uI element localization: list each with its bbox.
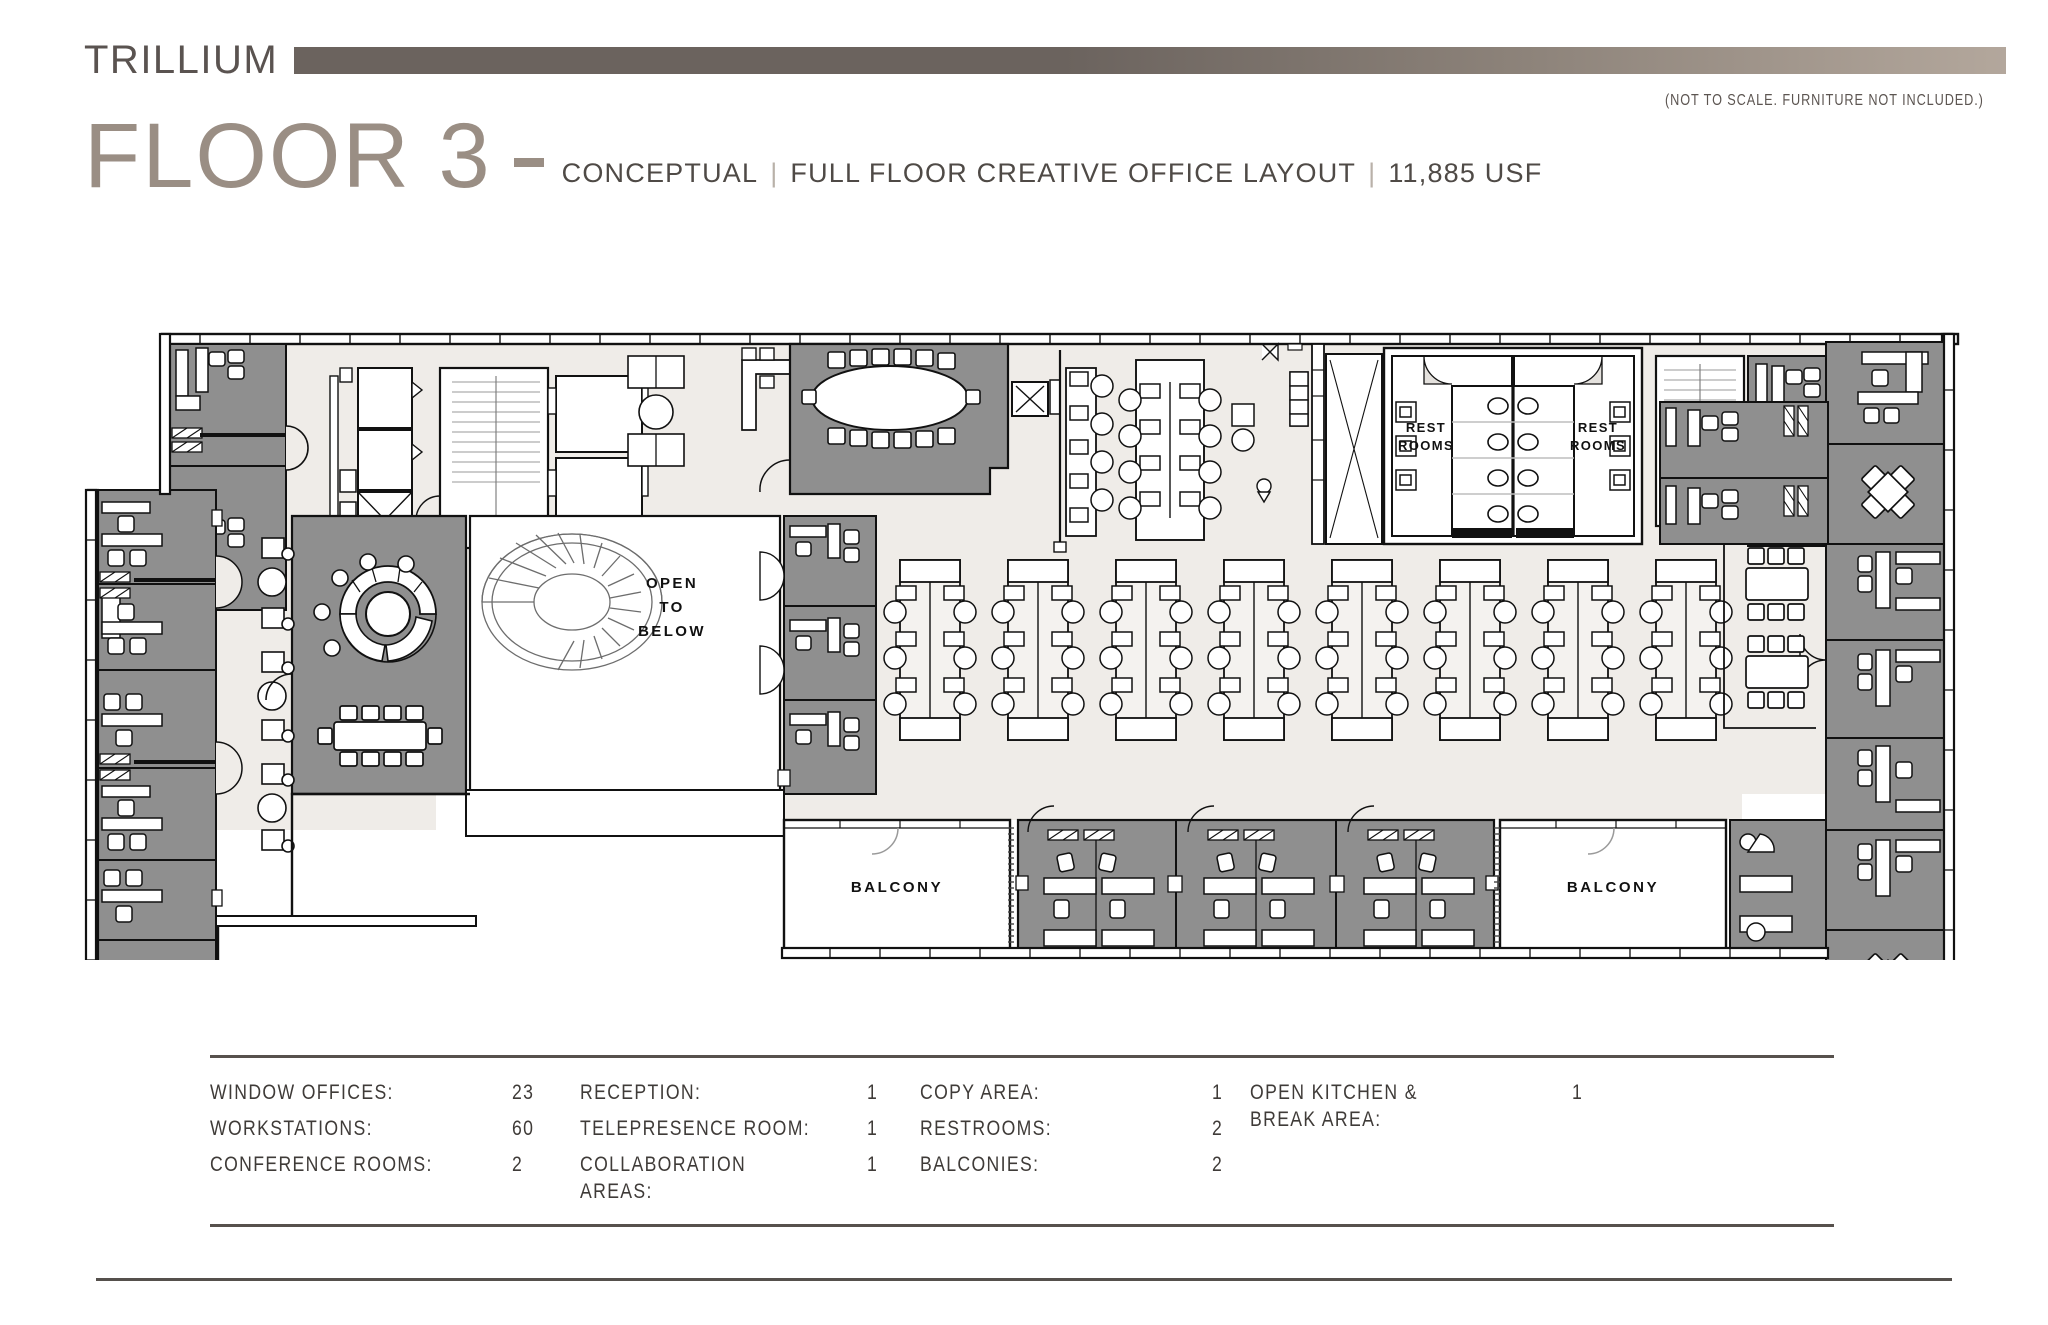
exterior-wall-left [84,332,172,960]
subtitle-separator-1: | [770,158,779,188]
stat-label: RESTROOMS: [920,1116,1053,1140]
stat-label: BALCONIES: [920,1152,1040,1176]
copy-area [1011,379,1061,417]
stats-column-4: OPEN KITCHEN & BREAK AREA: 1 [1250,1080,1650,1206]
floor-plan: REST ROOMS REST ROOMS [0,320,2048,960]
stat-value: 1 [867,1081,879,1104]
stats-rule-top [210,1055,1834,1058]
open-to-below-label-line3: BELOW [638,623,706,640]
stat-value: 60 [512,1116,535,1140]
stat-value: 2 [1212,1116,1224,1140]
right-side-offices [1799,341,1945,960]
balcony-label-left: BALCONY [851,879,943,896]
touchdown-bench [1053,350,1114,553]
page-title-main: FLOOR 3 [84,105,492,207]
stat-row: CONFERENCE ROOMS: 2 [210,1152,580,1179]
brand-row: TRILLIUM [84,38,2007,82]
stat-row: BALCONIES: 2 [920,1152,1250,1179]
brand-name: TRILLIUM [84,38,279,82]
open-to-below-label-line1: OPEN [646,575,698,592]
stat-label: RECEPTION: [580,1081,702,1104]
stat-label: OPEN KITCHEN & BREAK AREA: [1250,1081,1418,1131]
stat-row: RESTROOMS: 2 [920,1116,1250,1143]
restroom-label-left-line1: REST [1406,420,1446,435]
reception-area [257,514,468,853]
stat-row: TELEPRESENCE ROOM: 1 [580,1116,920,1143]
workstation-benches-main [883,559,1733,741]
stats-column-3: COPY AREA: 1 RESTROOMS: 2 BALCONIES: 2 [920,1080,1250,1206]
stat-value: 23 [512,1081,535,1104]
stat-value: 1 [867,1116,879,1140]
stat-value: 2 [512,1152,524,1176]
page-header: TRILLIUM (NOT TO SCALE. FURNITURE NOT IN… [0,0,2048,230]
stats-rule-bottom [210,1223,1834,1227]
stat-row: COLLABORATION AREAS: 1 [580,1152,920,1206]
exterior-wall-top [160,332,1960,346]
stat-label: CONFERENCE ROOMS: [210,1152,433,1176]
page-title: FLOOR 3 CONCEPTUAL | FULL FLOOR CREATIVE… [84,110,1542,202]
footer-rule [96,1278,1952,1281]
open-to-below-atrium: OPEN TO BELOW [468,514,782,796]
title-dash-icon [513,158,544,167]
stat-label: WINDOW OFFICES: [210,1081,394,1104]
subtitle-layout: FULL FLOOR CREATIVE OFFICE LAYOUT [790,158,1357,188]
brand-accent-bar [294,46,2007,74]
restroom-label-right-line2: ROOMS [1570,438,1626,453]
lower-office-row: BALCONY [465,789,1827,954]
subtitle-conceptual: CONCEPTUAL [561,158,759,188]
misc-equipment-top [1231,342,1303,504]
workstation-bench-top [1118,359,1222,541]
stats-summary: WINDOW OFFICES: 23 WORKSTATIONS: 60 CONF… [210,1055,1834,1227]
stats-column-1: WINDOW OFFICES: 23 WORKSTATIONS: 60 CONF… [210,1080,580,1206]
collaboration-area [1723,516,1816,729]
stat-label: TELEPRESENCE ROOM: [580,1116,811,1140]
exterior-wall-right [1942,332,1956,960]
stat-value: 1 [1572,1081,1584,1104]
disclaimer-note: (NOT TO SCALE. FURNITURE NOT INCLUDED.) [1665,92,1984,109]
open-kitchen-break-area [1289,343,1383,545]
stat-value: 1 [867,1152,879,1176]
office-cluster-center [759,515,877,795]
exterior-wall-bottom-left [215,792,477,960]
exterior-wall-bottom [780,946,1830,960]
stat-label: COLLABORATION AREAS: [580,1152,747,1203]
stat-label: WORKSTATIONS: [210,1116,373,1140]
stat-value: 2 [1212,1152,1224,1176]
subtitle-separator-2: | [1368,158,1377,188]
stat-value: 1 [1212,1081,1224,1104]
stat-label: COPY AREA: [920,1081,1040,1104]
subtitle-area: 11,885 USF [1388,158,1543,188]
stat-row: COPY AREA: 1 [920,1080,1250,1107]
balcony-label-right: BALCONY [1567,879,1659,896]
restroom-label-left-line2: ROOMS [1398,438,1454,453]
collaboration-seating-top [627,347,801,467]
restroom-label-right-line1: REST [1578,420,1618,435]
stats-column-2: RECEPTION: 1 TELEPRESENCE ROOM: 1 COLLAB… [580,1080,920,1206]
stat-row: WINDOW OFFICES: 23 [210,1080,580,1107]
floor-plan-svg: REST ROOMS REST ROOMS [84,332,1960,960]
stat-row: RECEPTION: 1 [580,1080,920,1107]
stat-row: WORKSTATIONS: 60 [210,1116,580,1143]
restroom-block: REST ROOMS REST ROOMS [1382,346,1644,546]
stat-row: OPEN KITCHEN & BREAK AREA: 1 [1250,1080,1650,1134]
telepresence-room [1659,401,1829,545]
open-to-below-label-line2: TO [659,599,684,616]
conference-room-top [759,342,1010,496]
stats-body: WINDOW OFFICES: 23 WORKSTATIONS: 60 CONF… [210,1058,1834,1224]
